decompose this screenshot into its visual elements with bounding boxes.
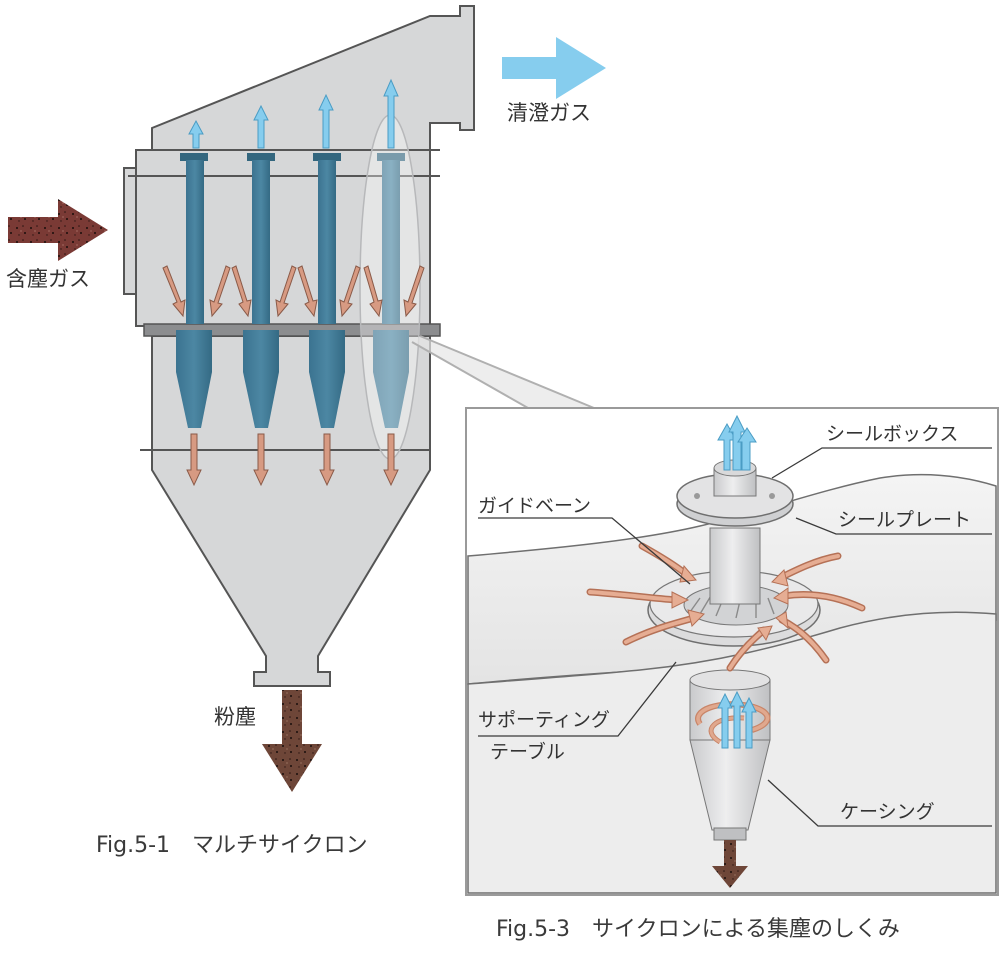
- detail-leader-lines: [478, 447, 992, 827]
- tube-sheet: [143, 323, 441, 337]
- fig-5-3-caption: Fig.5-3 サイクロンによる集塵のしくみ: [496, 917, 900, 942]
- detail-dust-arrowheads: [671, 564, 789, 642]
- inner-tube: [709, 527, 761, 605]
- detail-dust-arrow: [712, 840, 748, 888]
- dust-label: 粉塵: [214, 705, 256, 729]
- detail-panel: シールボックス シールプレート ガイドベーン サポーティング テーブル ケーシン…: [465, 407, 999, 896]
- detail-clean-arrows: [717, 414, 757, 471]
- supporting-table-label-2: テーブル: [490, 740, 565, 763]
- clean-gas-label: 清澄ガス: [507, 101, 591, 125]
- cyclone-tubes: [176, 114, 421, 460]
- clean-gas-outlet-arrow: [502, 37, 606, 99]
- zoom-callout: [411, 335, 595, 409]
- fig-5-1-caption: Fig.5-1 マルチサイクロン: [96, 833, 368, 858]
- highlight-ellipse: [359, 114, 421, 460]
- seal-plate-label: シールプレート: [838, 509, 971, 531]
- cyclone-tube: [309, 153, 345, 428]
- dust-inflow-arrows: [162, 265, 425, 318]
- guide-vane-label: ガイドベーン: [478, 495, 591, 517]
- seal-box-label: シールボックス: [826, 423, 958, 445]
- dust-down-arrows: [186, 433, 399, 487]
- cyclone-tube: [176, 153, 212, 428]
- detail-inner-clean-arrows: [717, 690, 757, 749]
- dust-outlet-arrow: [262, 690, 322, 792]
- cyclone-tube: [373, 153, 409, 428]
- inlet-flange: [123, 167, 137, 295]
- lower-chamber-hopper: [151, 335, 431, 687]
- detail-dust-inflow-arrows: [586, 542, 866, 672]
- supporting-table-label-1: サポーティング: [478, 709, 610, 731]
- casing-cone: [689, 739, 771, 831]
- casing-label: ケーシング: [840, 801, 935, 823]
- dusty-gas-label: 含塵ガス: [6, 267, 90, 291]
- cyclone-tube: [243, 153, 279, 428]
- dusty-gas-inlet-arrow: [8, 199, 108, 261]
- clean-gas-tube-arrows: [188, 78, 399, 149]
